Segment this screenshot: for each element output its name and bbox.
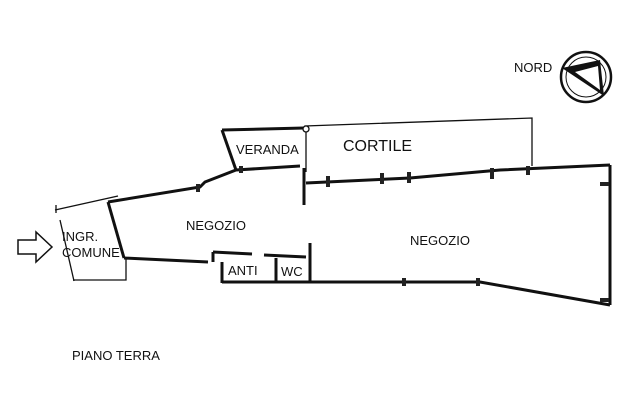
ingresso-label-line1: INGR. <box>62 229 98 244</box>
negozio-left-label: NEGOZIO <box>186 218 246 233</box>
compass-label: NORD <box>514 60 552 75</box>
floor-label: PIANO TERRA <box>72 348 160 363</box>
cortile-label: CORTILE <box>343 138 412 155</box>
veranda-label: VERANDA <box>236 142 299 157</box>
negozio-right-label: NEGOZIO <box>410 233 470 248</box>
cortile-outline <box>304 117 533 172</box>
veranda-outline <box>220 125 310 171</box>
perimeter-walls <box>54 163 612 307</box>
entrance-arrow-icon <box>17 230 54 264</box>
north-arrow-icon <box>559 50 613 104</box>
anti-label: ANTI <box>228 263 258 278</box>
wc-label: WC <box>281 264 303 279</box>
window-marks <box>196 166 609 302</box>
ingresso-label-line2: COMUNE <box>62 245 120 260</box>
